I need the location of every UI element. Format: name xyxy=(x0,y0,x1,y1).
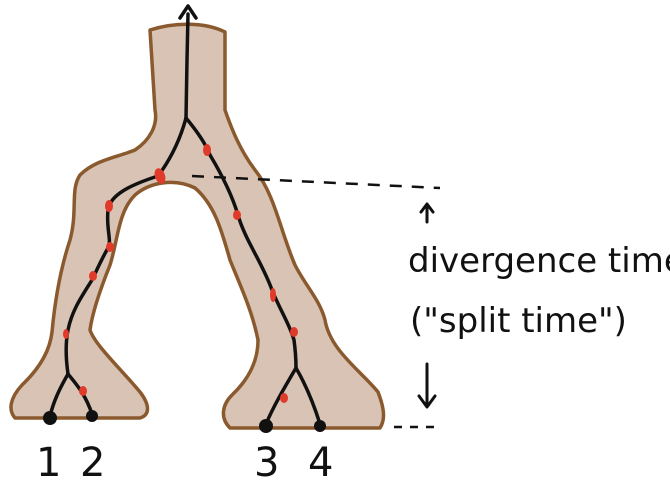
divergence-time-label: divergence time, τS xyxy=(408,241,670,285)
divergence-time-text: divergence time, τ xyxy=(408,241,670,281)
tip-label-1: 1 xyxy=(36,440,61,486)
tip-label-2: 2 xyxy=(80,440,105,486)
mutation-marker xyxy=(89,271,97,281)
mutation-marker xyxy=(79,386,87,396)
tip-label-4: 4 xyxy=(308,440,333,486)
mutation-marker xyxy=(233,210,241,220)
arrow-up-small-icon xyxy=(421,204,433,222)
mutation-marker xyxy=(106,242,114,252)
mutation-marker xyxy=(105,200,113,212)
tip-label-3: 3 xyxy=(254,440,279,486)
arrow-down-icon xyxy=(419,364,435,407)
lineage-root xyxy=(186,14,188,118)
mutation-marker xyxy=(63,329,69,339)
split-time-label: ("split time") xyxy=(410,301,627,341)
mutation-marker xyxy=(270,288,276,302)
mutation-marker xyxy=(203,144,211,156)
mutation-marker xyxy=(290,327,298,337)
tip-node-2 xyxy=(86,410,98,422)
tip-node-4 xyxy=(314,420,326,432)
tip-node-3 xyxy=(259,419,273,433)
tip-node-1 xyxy=(43,411,57,425)
mutation-marker xyxy=(280,393,288,403)
